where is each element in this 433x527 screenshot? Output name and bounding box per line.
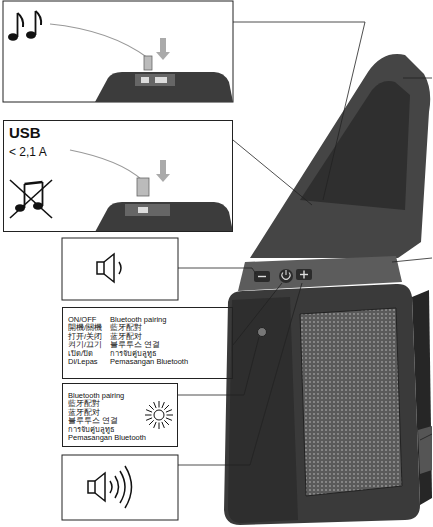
aux-callout-box [3,1,233,102]
port-cover [135,74,175,86]
light-ray [149,405,154,410]
aux-cable [50,24,148,58]
crossed-music-note-icon [10,180,52,218]
light-ray [154,422,156,428]
callout-text: 開機/關機 [68,324,102,332]
light-ray [159,401,160,408]
text-area: Bluetooth pairing藍牙配對蓝牙配对블루투스 연결การจับคู… [63,388,151,446]
callout-text: 藍牙配對 [68,400,146,408]
callout-text: 켜기/끄기 [68,341,102,349]
callout-text: 블루투스 연결 [110,341,188,349]
light-ray [159,423,160,430]
usb-callout-box: USB < 2,1 A [3,120,233,232]
callout-text: Bluetooth pairing [68,392,146,400]
light-ray [154,402,156,408]
light-ray [145,415,152,416]
speaker-top [95,72,233,102]
text-area: ON/OFF開機/關機打开/关闭켜기/끄기เปิด/ปิดDi/LepasBlu… [63,312,193,370]
speaker-top [95,202,233,232]
insert-arrow [156,38,170,60]
callout-text: Di/Lepas [68,358,102,366]
text-column: Bluetooth pairing藍牙配對蓝牙配对블루투스 연결การจับคู… [110,316,188,366]
light-ray [162,402,164,408]
pairing-callout-box: Bluetooth pairing藍牙配對蓝牙配对블루투스 연결การจับคู… [62,383,178,447]
insert-arrow [156,160,170,182]
usb-cable [70,150,142,180]
light-ray [164,405,169,410]
light-ray [146,410,152,412]
callout-text: การจับคู่บลูทูธ [110,350,188,358]
music-notes-icon [8,11,41,41]
callout-text: ON/OFF [68,316,102,324]
callout-text: 打开/关闭 [68,333,102,341]
callout-text: USB [9,125,47,142]
pairing-light-rays [145,401,173,429]
callout-text: 蓝牙配对 [68,409,146,417]
callout-text: เปิด/ปิด [68,350,102,358]
speaker-low-icon [97,254,121,282]
pairing-light-icon [154,410,164,420]
light-ray [146,418,152,420]
light-ray [166,418,172,420]
text-column: ON/OFF開機/關機打开/关闭켜기/끄기เปิด/ปิดDi/Lepas [68,316,102,366]
callout-text: 藍牙配對 [110,324,188,332]
callout-text: 블루투스 연결 [68,417,146,425]
volume-down-box [62,238,178,300]
text-column: USB < 2,1 A [9,125,47,159]
callout-text: 蓝牙配对 [110,333,188,341]
speaker-body [224,54,432,525]
callout-text: Bluetooth pairing [110,316,188,324]
volume-up-box [62,455,178,520]
leader-lines [178,22,432,465]
light-ray [167,415,174,416]
light-ray [164,420,169,425]
aux-plug [144,56,152,70]
callout-text: การจับคู่บลูทูธ [68,426,146,434]
button-callout-box: ON/OFF開機/關機打开/关闭켜기/끄기เปิด/ปิดDi/LepasBlu… [62,307,233,379]
light-ray [162,422,164,428]
text-column: Bluetooth pairing藍牙配對蓝牙配对블루투스 연결การจับคู… [68,392,146,442]
callout-text: < 2,1 A [9,146,47,159]
light-ray [166,410,172,412]
speaker-high-icon [88,466,132,508]
callout-text: Pemasangan Bluetooth [110,358,188,366]
usb-plug [137,178,149,196]
light-ray [149,420,154,425]
text-area: USB < 2,1 A [4,121,52,163]
callout-text: Pemasangan Bluetooth [68,434,146,442]
